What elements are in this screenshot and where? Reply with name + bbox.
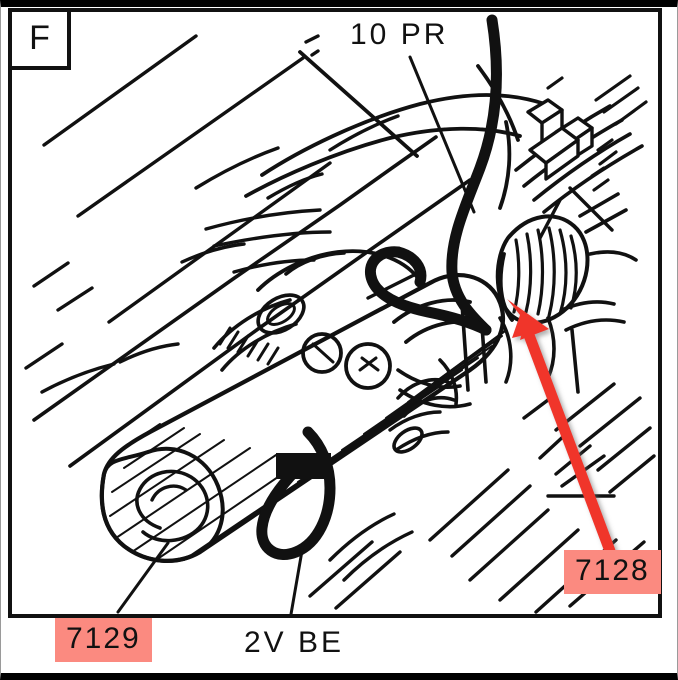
figure-inner-frame bbox=[8, 8, 662, 618]
label-part-right: 7128 bbox=[564, 550, 661, 594]
label-part-left: 7129 bbox=[55, 618, 152, 662]
corner-tag-letter: F bbox=[29, 19, 50, 57]
label-bottom-note: 2V BE bbox=[244, 626, 345, 659]
corner-tag-box: F bbox=[8, 8, 71, 70]
label-top-note: 10 PR bbox=[350, 18, 449, 51]
